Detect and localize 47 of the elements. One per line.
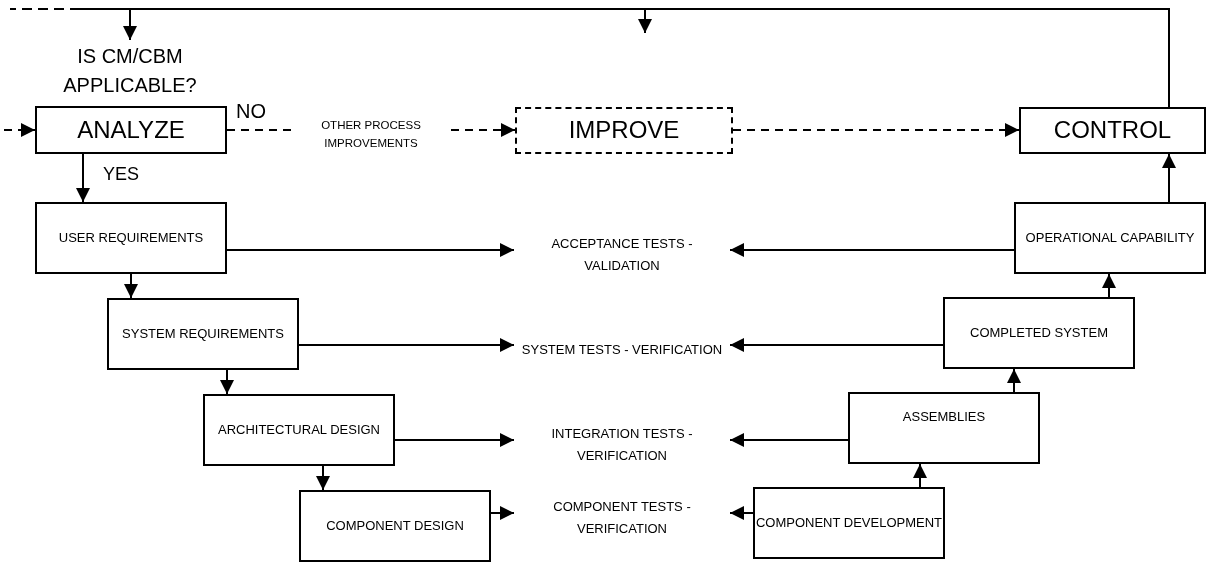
process-box <box>107 298 299 370</box>
arrow <box>394 433 515 447</box>
dashed-arrow <box>732 123 1020 137</box>
branch-label: NO <box>236 100 266 123</box>
arrow <box>729 338 944 352</box>
arrow <box>226 243 515 257</box>
node-text: COMPONENT TESTS - VERIFICATION <box>552 497 692 538</box>
box-label: IMPROVE <box>568 115 680 146</box>
box-label: OPERATIONAL CAPABILITY <box>1025 228 1195 247</box>
arrow <box>1102 273 1116 298</box>
arrow <box>490 506 515 520</box>
box-label: ARCHITECTURAL DESIGN <box>217 420 380 439</box>
node-text: ACCEPTANCE TESTS - VALIDATION <box>550 234 694 275</box>
box-label: COMPONENT DESIGN <box>326 516 464 535</box>
arrow <box>729 243 1015 257</box>
arrow <box>124 273 138 299</box>
arrow <box>729 506 754 520</box>
process-box <box>753 487 945 559</box>
box-label: COMPLETED SYSTEM <box>970 323 1108 342</box>
box-label: ASSEMBLIES <box>902 408 986 426</box>
arrow <box>316 465 330 491</box>
dashed-arrow <box>3 123 36 137</box>
box-label: USER REQUIREMENTS <box>58 228 204 247</box>
process-box <box>35 202 227 274</box>
box-label: SYSTEM REQUIREMENTS <box>122 324 284 343</box>
arrow <box>1162 153 1176 203</box>
node-text: SYSTEM TESTS - VERIFICATION <box>521 340 723 359</box>
process-box <box>299 490 491 562</box>
node-text: IS CM/CBM APPLICABLE? <box>62 44 198 98</box>
arrow <box>76 153 90 203</box>
arrow <box>298 338 515 352</box>
box-label: ANALYZE <box>77 114 185 145</box>
node-text: INTEGRATION TESTS - VERIFICATION <box>550 424 694 465</box>
arrow <box>220 369 234 395</box>
process-box <box>203 394 395 466</box>
arrow <box>913 463 927 488</box>
process-box <box>848 392 1040 464</box>
branch-label: YES <box>103 164 140 185</box>
box-label: CONTROL <box>1053 115 1172 146</box>
process-box <box>1019 107 1206 154</box>
process-box <box>515 107 733 154</box>
box-label: COMPONENT DEVELOPMENT <box>755 513 943 532</box>
process-box <box>943 297 1135 369</box>
arrow <box>729 433 849 447</box>
arrow <box>1007 368 1021 393</box>
process-box <box>1014 202 1206 274</box>
process-box <box>35 106 227 154</box>
